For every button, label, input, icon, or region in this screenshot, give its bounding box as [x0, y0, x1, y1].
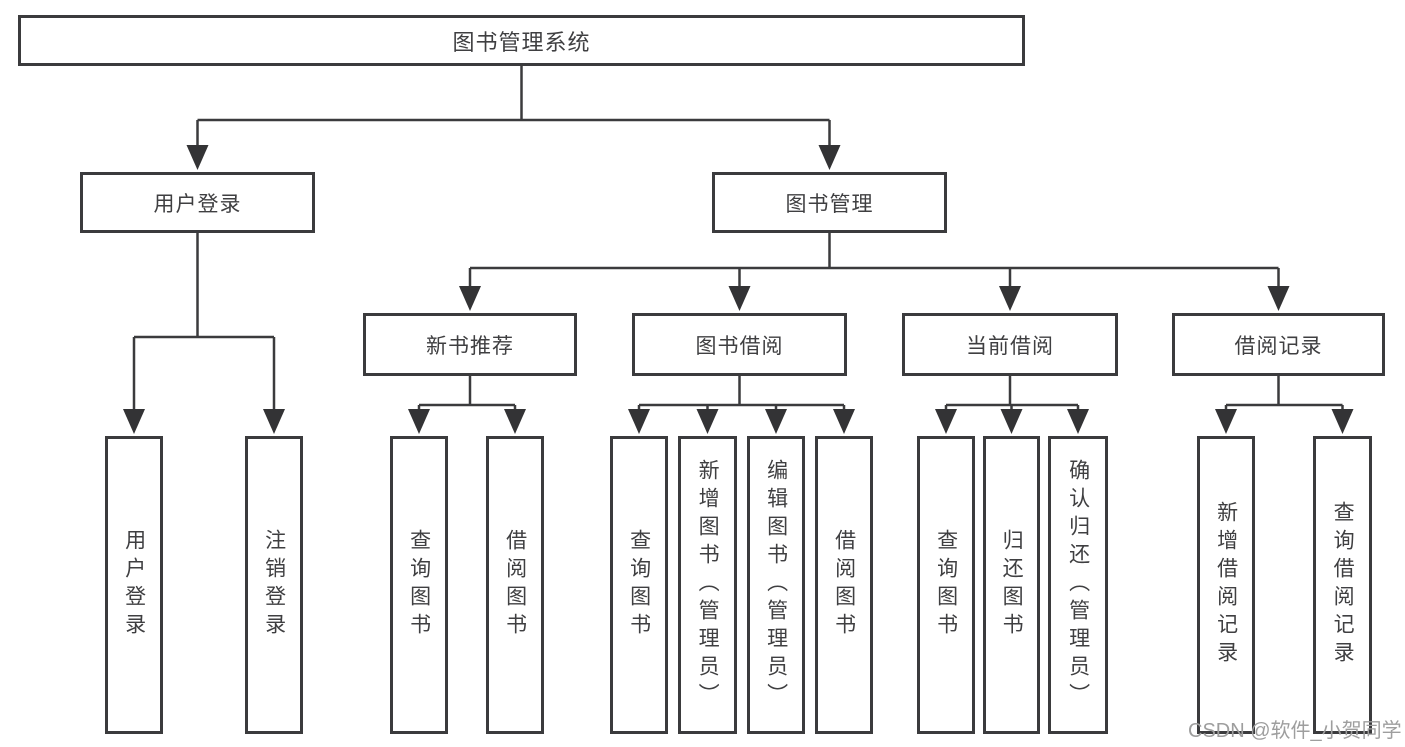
- connector-current-borrowing-split: [935, 374, 1089, 434]
- node-label: 借阅记录: [1234, 334, 1323, 358]
- connector-root-to-branches: [186, 64, 841, 170]
- leaf-logout: 注销登录: [245, 436, 303, 734]
- node-label: 借阅图书: [503, 529, 527, 641]
- node-label: 借阅图书: [832, 529, 856, 641]
- arrow-down-icon: [935, 409, 957, 434]
- node-label: 编辑图书（管理员）: [764, 459, 788, 711]
- node-label: 查询图书: [934, 529, 958, 641]
- node-user-login: 用户登录: [80, 172, 315, 233]
- node-label: 注销登录: [262, 529, 286, 641]
- leaf-user-login: 用户登录: [105, 436, 163, 734]
- leaf-borrow-books-recommend: 借阅图书: [486, 436, 544, 734]
- arrow-down-icon: [1215, 409, 1237, 434]
- node-label: 图书管理: [785, 192, 874, 216]
- leaf-add-borrow-record: 新增借阅记录: [1197, 436, 1255, 734]
- node-label: 新增图书（管理员）: [696, 459, 720, 711]
- arrow-down-icon: [1000, 409, 1023, 434]
- csdn-watermark: CSDN @软件_小贺同学: [1188, 720, 1402, 742]
- arrow-down-icon: [1267, 286, 1290, 311]
- leaf-confirm-return-admin: 确认归还（管理员）: [1048, 436, 1108, 734]
- arrow-down-icon: [1331, 409, 1354, 434]
- node-label: 图书管理系统: [452, 29, 591, 55]
- leaf-query-borrow-record: 查询借阅记录: [1313, 436, 1372, 734]
- node-label: 查询借阅记录: [1331, 501, 1355, 669]
- node-label: 确认归还（管理员）: [1066, 459, 1090, 711]
- leaf-query-books-current: 查询图书: [917, 436, 975, 734]
- leaf-query-books-borrowing: 查询图书: [610, 436, 668, 734]
- node-label: 当前借阅: [966, 334, 1054, 358]
- node-new-book-recommend: 新书推荐: [363, 313, 577, 376]
- connector-borrowing-records-split: [1215, 374, 1354, 434]
- leaf-return-books: 归还图书: [983, 436, 1040, 734]
- connector-book-management-split: [459, 231, 1290, 311]
- arrow-down-icon: [459, 286, 481, 311]
- node-label: 新增借阅记录: [1214, 501, 1238, 669]
- node-label: 归还图书: [1000, 529, 1024, 641]
- node-label: 查询图书: [407, 529, 431, 641]
- arrow-down-icon: [999, 286, 1021, 311]
- node-book-management: 图书管理: [712, 172, 947, 233]
- node-label: 查询图书: [627, 529, 651, 641]
- connector-new-book-recommend-split: [408, 374, 526, 434]
- leaf-query-books-recommend: 查询图书: [390, 436, 448, 734]
- node-label: 用户登录: [122, 529, 146, 641]
- arrow-down-icon: [765, 409, 787, 434]
- arrow-down-icon: [728, 286, 751, 311]
- arrow-down-icon: [263, 409, 285, 434]
- arrow-down-icon: [1067, 409, 1089, 434]
- node-borrowing-records: 借阅记录: [1172, 313, 1385, 376]
- connector-book-borrowing-split: [628, 374, 855, 434]
- node-book-borrowing: 图书借阅: [632, 313, 847, 376]
- leaf-add-book-admin: 新增图书（管理员）: [678, 436, 737, 734]
- arrow-down-icon: [628, 409, 650, 434]
- node-label: 新书推荐: [426, 334, 514, 358]
- node-root-system: 图书管理系统: [18, 15, 1025, 66]
- arrow-down-icon: [833, 409, 855, 434]
- node-label: 用户登录: [153, 192, 242, 216]
- arrow-down-icon: [123, 409, 145, 434]
- node-label: 图书借阅: [695, 334, 784, 358]
- arrow-down-icon: [408, 409, 430, 434]
- connector-user-login-split: [123, 231, 285, 434]
- node-current-borrowing: 当前借阅: [902, 313, 1118, 376]
- arrow-down-icon: [504, 409, 526, 434]
- leaf-edit-book-admin: 编辑图书（管理员）: [747, 436, 805, 734]
- arrow-down-icon: [696, 409, 719, 434]
- arrow-down-icon: [186, 145, 209, 170]
- leaf-borrow-books: 借阅图书: [815, 436, 873, 734]
- arrow-down-icon: [818, 145, 841, 170]
